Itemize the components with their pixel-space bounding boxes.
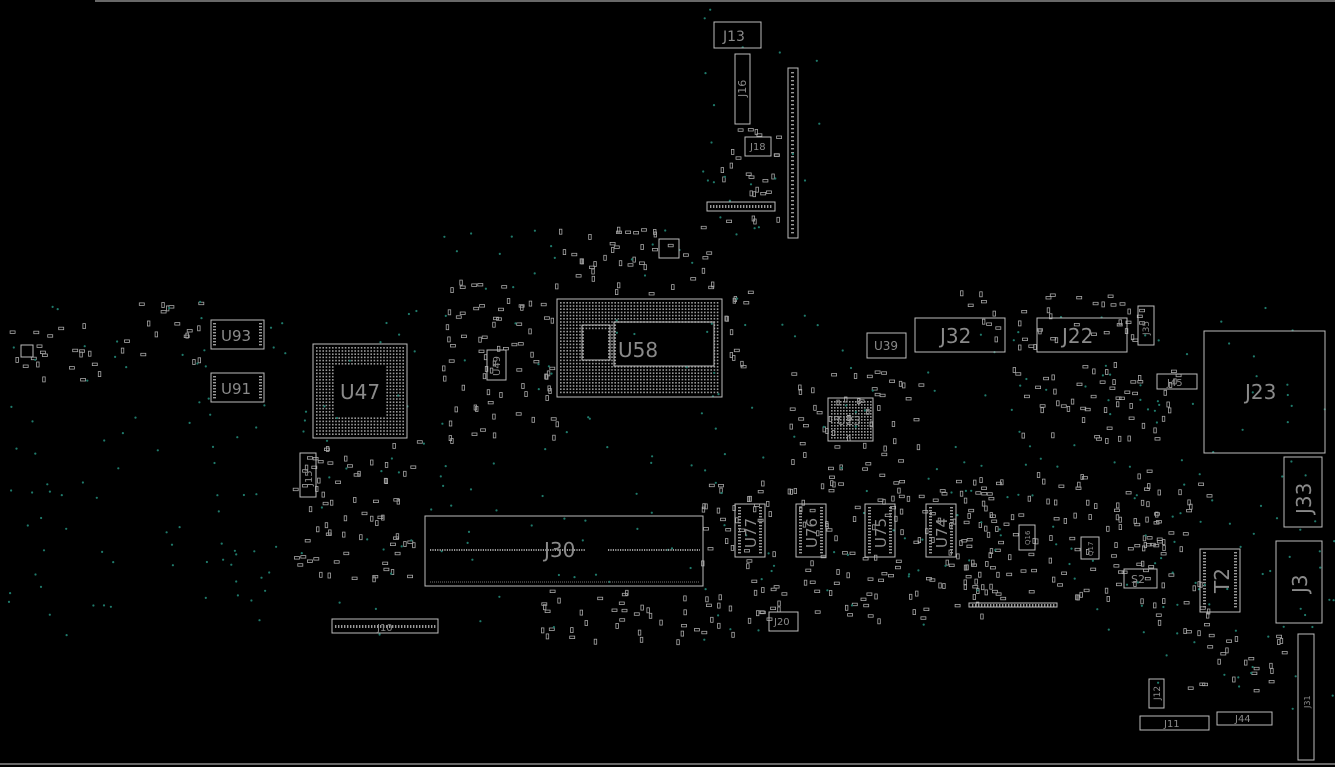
small-ic-left <box>20 344 34 358</box>
label-u23: U23 <box>837 414 861 428</box>
label-j35: J35 <box>1142 321 1152 336</box>
label-j13: J13 <box>722 29 745 45</box>
component-u49[interactable]: U49 <box>486 349 507 381</box>
component-j20[interactable]: J20 <box>768 611 799 632</box>
label-u75: U75 <box>872 518 890 548</box>
label-u47: U47 <box>340 380 380 404</box>
component-j12[interactable]: J12 <box>1148 678 1165 709</box>
label-j18: J18 <box>749 142 766 153</box>
component-u75[interactable]: U75 <box>864 503 896 558</box>
label-j45: J45 <box>1166 378 1183 389</box>
label-s2: S2 <box>1131 573 1145 586</box>
component-j10[interactable]: J10 <box>331 618 439 634</box>
small-components-layer <box>9 128 1288 693</box>
component-t2[interactable]: T2 <box>1199 548 1241 613</box>
component-u76[interactable]: U76 <box>795 503 827 558</box>
component-j22[interactable]: J22 <box>1036 317 1128 353</box>
component-u47[interactable]: U47 <box>312 343 408 439</box>
connector-strip-horizontal <box>706 201 776 212</box>
label-j12: J12 <box>1153 686 1163 701</box>
component-j33[interactable]: J33 <box>1283 456 1323 528</box>
label-u76: U76 <box>803 518 821 548</box>
label-j23: J23 <box>1243 380 1276 404</box>
label-j3: J3 <box>1288 574 1312 595</box>
label-t2: T2 <box>1210 568 1234 594</box>
connector-strip-bottom <box>968 602 1058 608</box>
component-j16[interactable]: J16 <box>734 53 751 125</box>
label-j32: J32 <box>938 324 971 348</box>
label-u39: U39 <box>874 339 898 353</box>
via-layer <box>7 8 1335 710</box>
component-j15[interactable]: J15 <box>299 452 317 498</box>
label-j15: J15 <box>304 470 315 487</box>
label-j33: J33 <box>1292 483 1316 516</box>
label-u74: U74 <box>933 518 951 548</box>
label-u58: U58 <box>618 338 658 362</box>
component-u93[interactable]: U93 <box>210 319 265 350</box>
label-j44: J44 <box>1234 714 1251 725</box>
label-q17: Q17 <box>1087 542 1095 556</box>
label-q16: Q16 <box>1024 530 1032 545</box>
label-j10: J10 <box>376 623 393 634</box>
component-j35[interactable]: J35 <box>1137 305 1155 346</box>
component-u77[interactable]: U77 <box>734 503 766 558</box>
component-q17[interactable]: Q17 <box>1080 536 1100 560</box>
component-j32[interactable]: J32 <box>914 317 1006 353</box>
label-u49: U49 <box>492 356 503 376</box>
small-ic-u3 <box>658 238 680 259</box>
component-j30[interactable]: J30 <box>424 515 704 587</box>
component-j13[interactable]: J13 <box>713 21 762 49</box>
label-j11: J11 <box>1163 719 1180 730</box>
component-j44[interactable]: J44 <box>1216 711 1273 726</box>
component-u39[interactable]: U39 <box>866 332 907 359</box>
component-u74[interactable]: U74 <box>925 503 957 558</box>
connector-strip-vertical <box>787 67 799 239</box>
component-j23[interactable]: J23 <box>1203 330 1326 454</box>
components-layer: U58 U47 U23 U93 U91 U49 U39 U77 <box>20 21 1326 761</box>
label-j16: J16 <box>736 80 749 98</box>
label-j30: J30 <box>542 538 575 562</box>
component-j18[interactable]: J18 <box>744 136 772 157</box>
component-s2[interactable]: S2 <box>1123 568 1158 589</box>
label-j22: J22 <box>1060 324 1093 348</box>
label-u77: U77 <box>742 518 760 548</box>
component-j3[interactable]: J3 <box>1275 540 1323 624</box>
label-u93: U93 <box>221 327 251 345</box>
component-u58[interactable]: U58 <box>556 298 723 398</box>
label-u91: U91 <box>221 380 251 398</box>
component-j31[interactable]: J31 <box>1297 633 1315 761</box>
component-q16[interactable]: Q16 <box>1018 524 1036 551</box>
component-j45[interactable]: J45 <box>1156 373 1198 390</box>
label-j20: J20 <box>773 617 790 628</box>
component-u23[interactable]: U23 <box>827 397 874 442</box>
pin-grid-layer <box>213 72 1237 628</box>
label-j31: J31 <box>1303 695 1312 709</box>
component-u91[interactable]: U91 <box>210 372 265 403</box>
component-j11[interactable]: J11 <box>1139 715 1210 731</box>
